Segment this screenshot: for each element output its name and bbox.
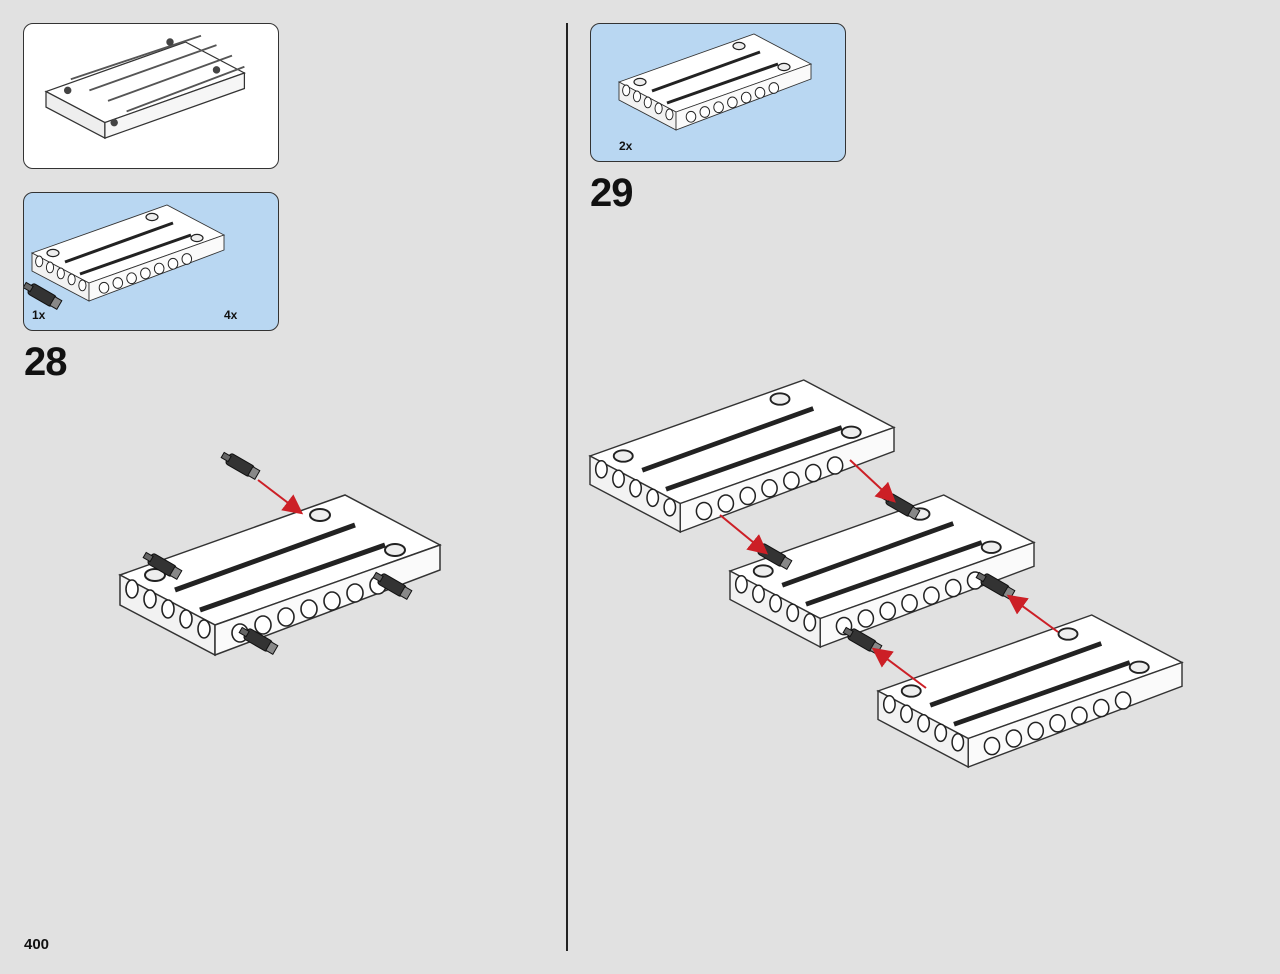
page-number: 400 bbox=[24, 936, 50, 953]
connect-arrow bbox=[871, 647, 927, 689]
part-qty: 4x bbox=[224, 308, 238, 322]
connect-arrow bbox=[1006, 594, 1059, 633]
frame-assembly-illustration bbox=[44, 34, 246, 140]
previous-assembly-preview bbox=[23, 23, 279, 169]
part-qty: 1x bbox=[32, 308, 46, 322]
insert-arrow bbox=[257, 479, 304, 515]
connect-arrow bbox=[719, 514, 769, 555]
step-28-parts-callout: 1x 4x bbox=[23, 192, 279, 331]
part-qty: 2x bbox=[619, 139, 633, 153]
step-number: 29 bbox=[590, 171, 633, 215]
step-28-illustration bbox=[0, 449, 560, 974]
connect-arrow bbox=[849, 459, 896, 503]
step-number: 28 bbox=[24, 340, 67, 384]
page-divider bbox=[566, 23, 568, 951]
step-29-parts-callout: 2x bbox=[590, 23, 846, 162]
